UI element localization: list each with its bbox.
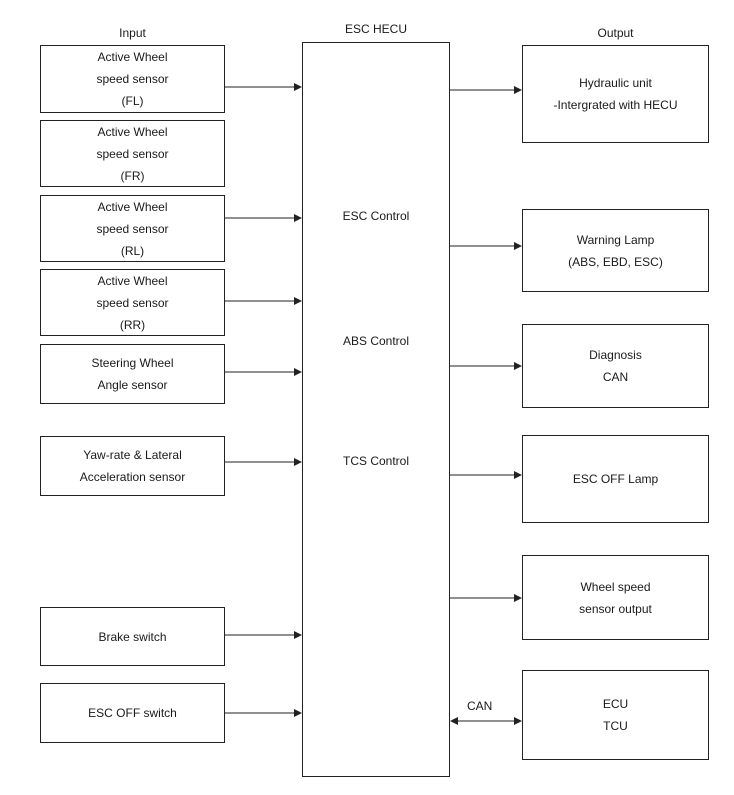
output-hydraulic-line-1: Hydraulic unit [579, 76, 652, 90]
input-box-wheel-speed-fr: Active Wheel speed sensor (FR) [40, 120, 225, 187]
input-rl-line-2: speed sensor [96, 221, 169, 236]
esc-hecu-header: ESC HECU [344, 22, 407, 36]
input-box-steering-angle: Steering Wheel Angle sensor [40, 344, 225, 404]
output-ecu-line-2: TCU [603, 719, 628, 733]
input-fr-line-1: Active Wheel [97, 124, 168, 139]
input-fr-line-3: (FR) [120, 168, 145, 183]
input-fl-line-1: Active Wheel [97, 50, 168, 64]
output-ecu-line-1: ECU [602, 697, 629, 711]
input-box-brake-switch: Brake switch [40, 607, 225, 666]
input-rr-line-3: (RR) [119, 317, 146, 332]
output-diagnosis-line-1: Diagnosis [589, 348, 642, 362]
output-box-ecu-tcu: ECU TCU [522, 670, 709, 760]
input-esc-off-line-1: ESC OFF switch [88, 706, 177, 720]
input-yaw-line-2: Acceleration sensor [79, 470, 186, 484]
input-box-wheel-speed-rl: Active Wheel speed sensor (RL) [40, 195, 225, 262]
tcs-control-label: TCS Control [342, 454, 410, 468]
input-steering-line-1: Steering Wheel [91, 356, 174, 370]
input-fl-line-2: speed sensor [96, 72, 169, 86]
input-rr-line-2: speed sensor [96, 295, 169, 310]
can-link-label: CAN [467, 699, 493, 713]
output-hydraulic-line-2: -Intergrated with HECU [553, 98, 678, 112]
output-diagnosis-line-2: CAN [602, 370, 629, 384]
esc-hecu-block [302, 42, 450, 777]
output-warning-line-2: (ABS, EBD, ESC) [568, 254, 663, 269]
output-wheel-speed-line-1: Wheel speed [580, 579, 651, 594]
input-fl-line-3: (FL) [121, 94, 144, 108]
input-yaw-line-1: Yaw-rate & Lateral [83, 448, 182, 462]
input-box-wheel-speed-fl: Active Wheel speed sensor (FL) [40, 45, 225, 113]
input-rr-line-1: Active Wheel [97, 273, 168, 288]
output-wheel-speed-line-2: sensor output [579, 601, 652, 616]
output-esc-off-lamp-line-1: ESC OFF Lamp [572, 472, 659, 486]
output-header: Output [597, 26, 634, 40]
output-box-esc-off-lamp: ESC OFF Lamp [522, 435, 709, 523]
input-rl-line-1: Active Wheel [97, 199, 168, 214]
output-box-hydraulic-unit: Hydraulic unit -Intergrated with HECU [522, 45, 709, 143]
input-fr-line-2: speed sensor [96, 146, 169, 161]
output-warning-line-1: Warning Lamp [576, 232, 655, 247]
input-box-wheel-speed-rr: Active Wheel speed sensor (RR) [40, 269, 225, 336]
input-box-yaw-rate: Yaw-rate & Lateral Acceleration sensor [40, 436, 225, 496]
input-rl-line-3: (RL) [120, 243, 145, 258]
input-box-esc-off-switch: ESC OFF switch [40, 683, 225, 743]
input-header: Input [119, 26, 146, 40]
output-box-wheel-speed-output: Wheel speed sensor output [522, 555, 709, 640]
output-box-warning-lamp: Warning Lamp (ABS, EBD, ESC) [522, 209, 709, 292]
input-brake-line-1: Brake switch [98, 629, 167, 644]
output-box-diagnosis: Diagnosis CAN [522, 324, 709, 408]
input-steering-line-2: Angle sensor [97, 378, 168, 392]
esc-control-label: ESC Control [342, 209, 410, 223]
abs-control-label: ABS Control [342, 334, 410, 348]
